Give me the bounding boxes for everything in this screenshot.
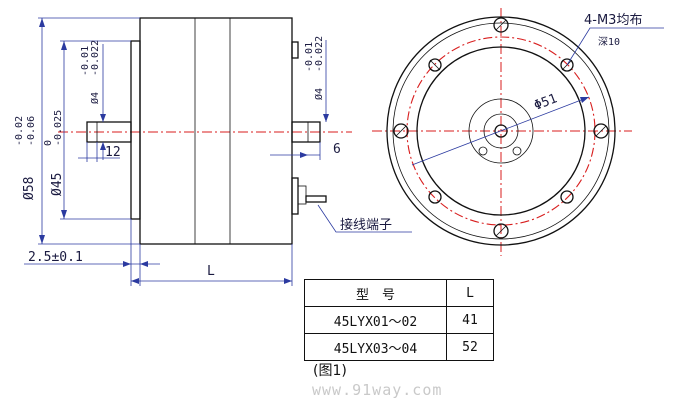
table-cell-model: 45LYX01～02 — [304, 306, 447, 334]
housing-screw-right-slot — [595, 125, 607, 137]
boss-inner — [483, 113, 519, 149]
hole-depth-label: 深10 — [598, 36, 620, 48]
hole-note-leader — [566, 27, 664, 66]
terminal-block — [291, 177, 299, 215]
terminal-leader — [317, 204, 412, 233]
right-shaft-dia-label: Ø4 — [313, 88, 325, 100]
rear-boss-top — [291, 41, 299, 59]
terminal-pin — [305, 195, 327, 203]
left-shaft-dia-label: Ø4 — [89, 92, 101, 104]
arrow-pilot-depth-left — [123, 261, 131, 267]
mount-hole-nw — [428, 58, 442, 72]
left-shaft-tol-upper: -0.01 — [80, 46, 91, 76]
right-shaft-tol-upper: -0.01 — [304, 42, 315, 72]
outer-dia-tol-upper: -0.02 — [14, 116, 25, 146]
table-header-row: 型 号 L — [304, 279, 494, 307]
table-cell-model: 45LYX03～04 — [304, 333, 447, 361]
front-pilot — [130, 40, 141, 220]
housing-screw-top-slot — [495, 19, 507, 31]
arrow-left-shaft-bottom — [100, 142, 106, 150]
mount-hole-sw — [428, 190, 442, 204]
pilot-dia-tol-upper: 0 — [43, 140, 54, 146]
shaft-end — [494, 124, 508, 138]
left-shaft-len-label: 12 — [105, 145, 121, 160]
housing-circle — [416, 46, 586, 216]
table-row: 45LYX03～04 52 — [304, 333, 494, 361]
boss-screw-2 — [512, 146, 522, 156]
right-shaft-len-label: 6 — [333, 142, 341, 157]
boss-screw-1 — [478, 146, 488, 156]
mount-hole-nw-slot — [429, 59, 441, 71]
table-header-model: 型 号 — [304, 279, 447, 307]
spec-table: 型 号 L 45LYX01～02 41 45LYX03～04 52 — [304, 279, 494, 361]
watermark: www.91way.com — [312, 381, 443, 399]
boss-outer — [468, 98, 534, 164]
housing-screw-top — [493, 17, 509, 33]
housing-screw-right — [593, 123, 609, 139]
pcd-dimline — [411, 96, 590, 166]
arrow-outer-top — [39, 18, 45, 27]
mounting-holes — [428, 58, 574, 204]
housing-screw-left-slot — [395, 125, 407, 137]
pilot-dia-tol-lower: -0.025 — [53, 110, 64, 146]
housing-screw-left — [393, 123, 409, 139]
length-label: L — [207, 264, 215, 279]
table-cell-length: 52 — [446, 333, 494, 361]
flange-rim — [392, 22, 610, 240]
arrow-pilot-top — [61, 41, 67, 50]
pilot-depth-label: 2.5±0.1 — [28, 250, 83, 265]
housing-screws — [393, 17, 609, 239]
arrow-length-right — [284, 278, 292, 284]
table-row: 45LYX01～02 41 — [304, 306, 494, 334]
table-cell-length: 41 — [446, 306, 494, 334]
terminal-base — [297, 185, 307, 205]
arrow-pilot-bottom — [61, 210, 67, 219]
hole-note-label: 4-M3均布 — [584, 13, 642, 28]
outer-dia-tol-lower: -0.06 — [26, 116, 37, 146]
figure-label: (图1) — [313, 363, 347, 379]
housing-screw-bottom-slot — [495, 225, 507, 237]
arrow-length-left — [131, 278, 139, 284]
housing-screw-bottom — [493, 223, 509, 239]
pcd-arrow — [580, 97, 589, 103]
mount-hole-se — [560, 190, 574, 204]
pcd-circle — [406, 36, 596, 226]
pilot-dia-label: Ø45 — [50, 173, 65, 196]
outer-dia-label: Ø58 — [22, 177, 37, 200]
arrow-right-shaft-top — [323, 114, 329, 122]
motor-body — [139, 17, 293, 245]
right-shaft — [291, 121, 321, 143]
table-header-length: L — [446, 279, 494, 307]
arrow-left-shaft-top — [100, 114, 106, 122]
mount-hole-ne — [560, 58, 574, 72]
front-view: Φ51 4-M3均布 深10 — [372, 8, 664, 256]
left-shaft — [86, 121, 132, 143]
arrow-pilot-depth-right — [140, 261, 148, 267]
flange-outer — [386, 16, 616, 246]
terminal-label: 接线端子 — [340, 217, 392, 233]
side-view: Ø58 -0.02 -0.06 Ø45 0 -0.025 Ø4 -0.01 -0… — [14, 17, 412, 286]
left-shaft-tol-lower: -0.022 — [90, 40, 101, 76]
right-shaft-tol-lower: -0.022 — [314, 36, 325, 72]
arrow-outer-bottom — [39, 235, 45, 244]
arrow-right-shaft-len — [300, 152, 308, 158]
